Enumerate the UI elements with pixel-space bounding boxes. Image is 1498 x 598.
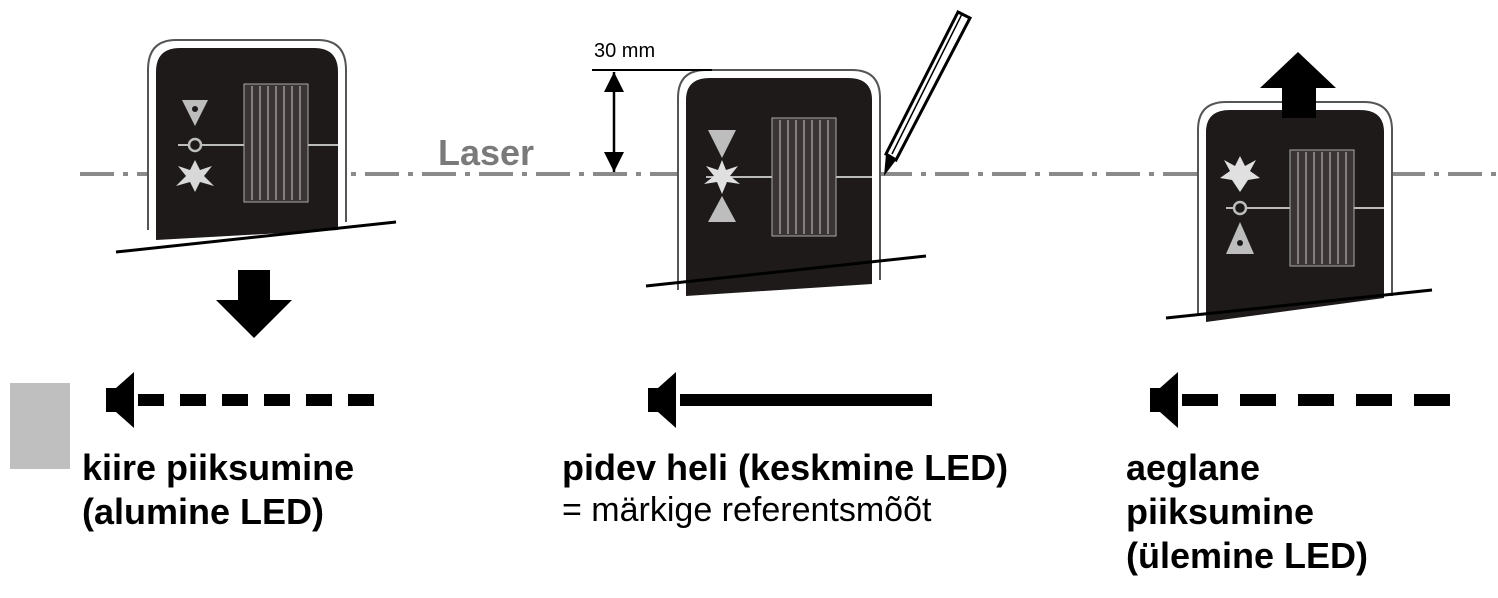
led-top: [182, 100, 208, 126]
led-bottom: [1226, 222, 1254, 254]
detector-device-continuous: [592, 9, 973, 296]
led-middle: [1232, 200, 1248, 216]
caption-line: piiksumine: [1126, 490, 1315, 532]
caption-fast: kiire piiksumine (alumine LED): [82, 446, 354, 534]
caption-line: aeglane: [1126, 447, 1261, 488]
caption-slow: aeglane piiksumine (ülemine LED): [1126, 446, 1368, 578]
led-middle: [187, 137, 203, 153]
led-top-lit: [1220, 156, 1260, 192]
speaker-icon: [648, 372, 676, 428]
arrow-up-icon: [1260, 52, 1336, 118]
caption-line: (alumine LED): [82, 490, 325, 532]
dimension-label: 30 mm: [594, 40, 656, 62]
sound-indicator-slow: [1150, 372, 1450, 428]
led-middle-lit: [704, 160, 740, 194]
detector-device-fast: [115, 39, 397, 254]
sound-indicator-fast: [106, 372, 374, 428]
caption-line: kiire piiksumine: [82, 447, 355, 488]
section-marker: [10, 383, 70, 469]
led-top: [708, 130, 736, 158]
caption-note: = märkige referentsmõõt: [562, 490, 932, 529]
caption-continuous: pidev heli (keskmine LED) = märkige refe…: [562, 446, 1008, 531]
led-bottom: [708, 196, 736, 222]
pencil-icon: [884, 9, 973, 176]
speaker-icon: [1150, 372, 1178, 428]
laser-label: Laser: [438, 132, 535, 173]
caption-line: (ülemine LED): [1126, 534, 1369, 576]
sound-indicator-continuous: [648, 372, 932, 428]
arrow-down-icon: [216, 270, 292, 338]
dimension-30mm: [592, 69, 712, 172]
led-bottom-lit: [176, 160, 214, 192]
speaker-icon: [106, 372, 134, 428]
detector-device-slow: [1165, 101, 1433, 322]
caption-line: pidev heli (keskmine LED): [562, 447, 1009, 488]
